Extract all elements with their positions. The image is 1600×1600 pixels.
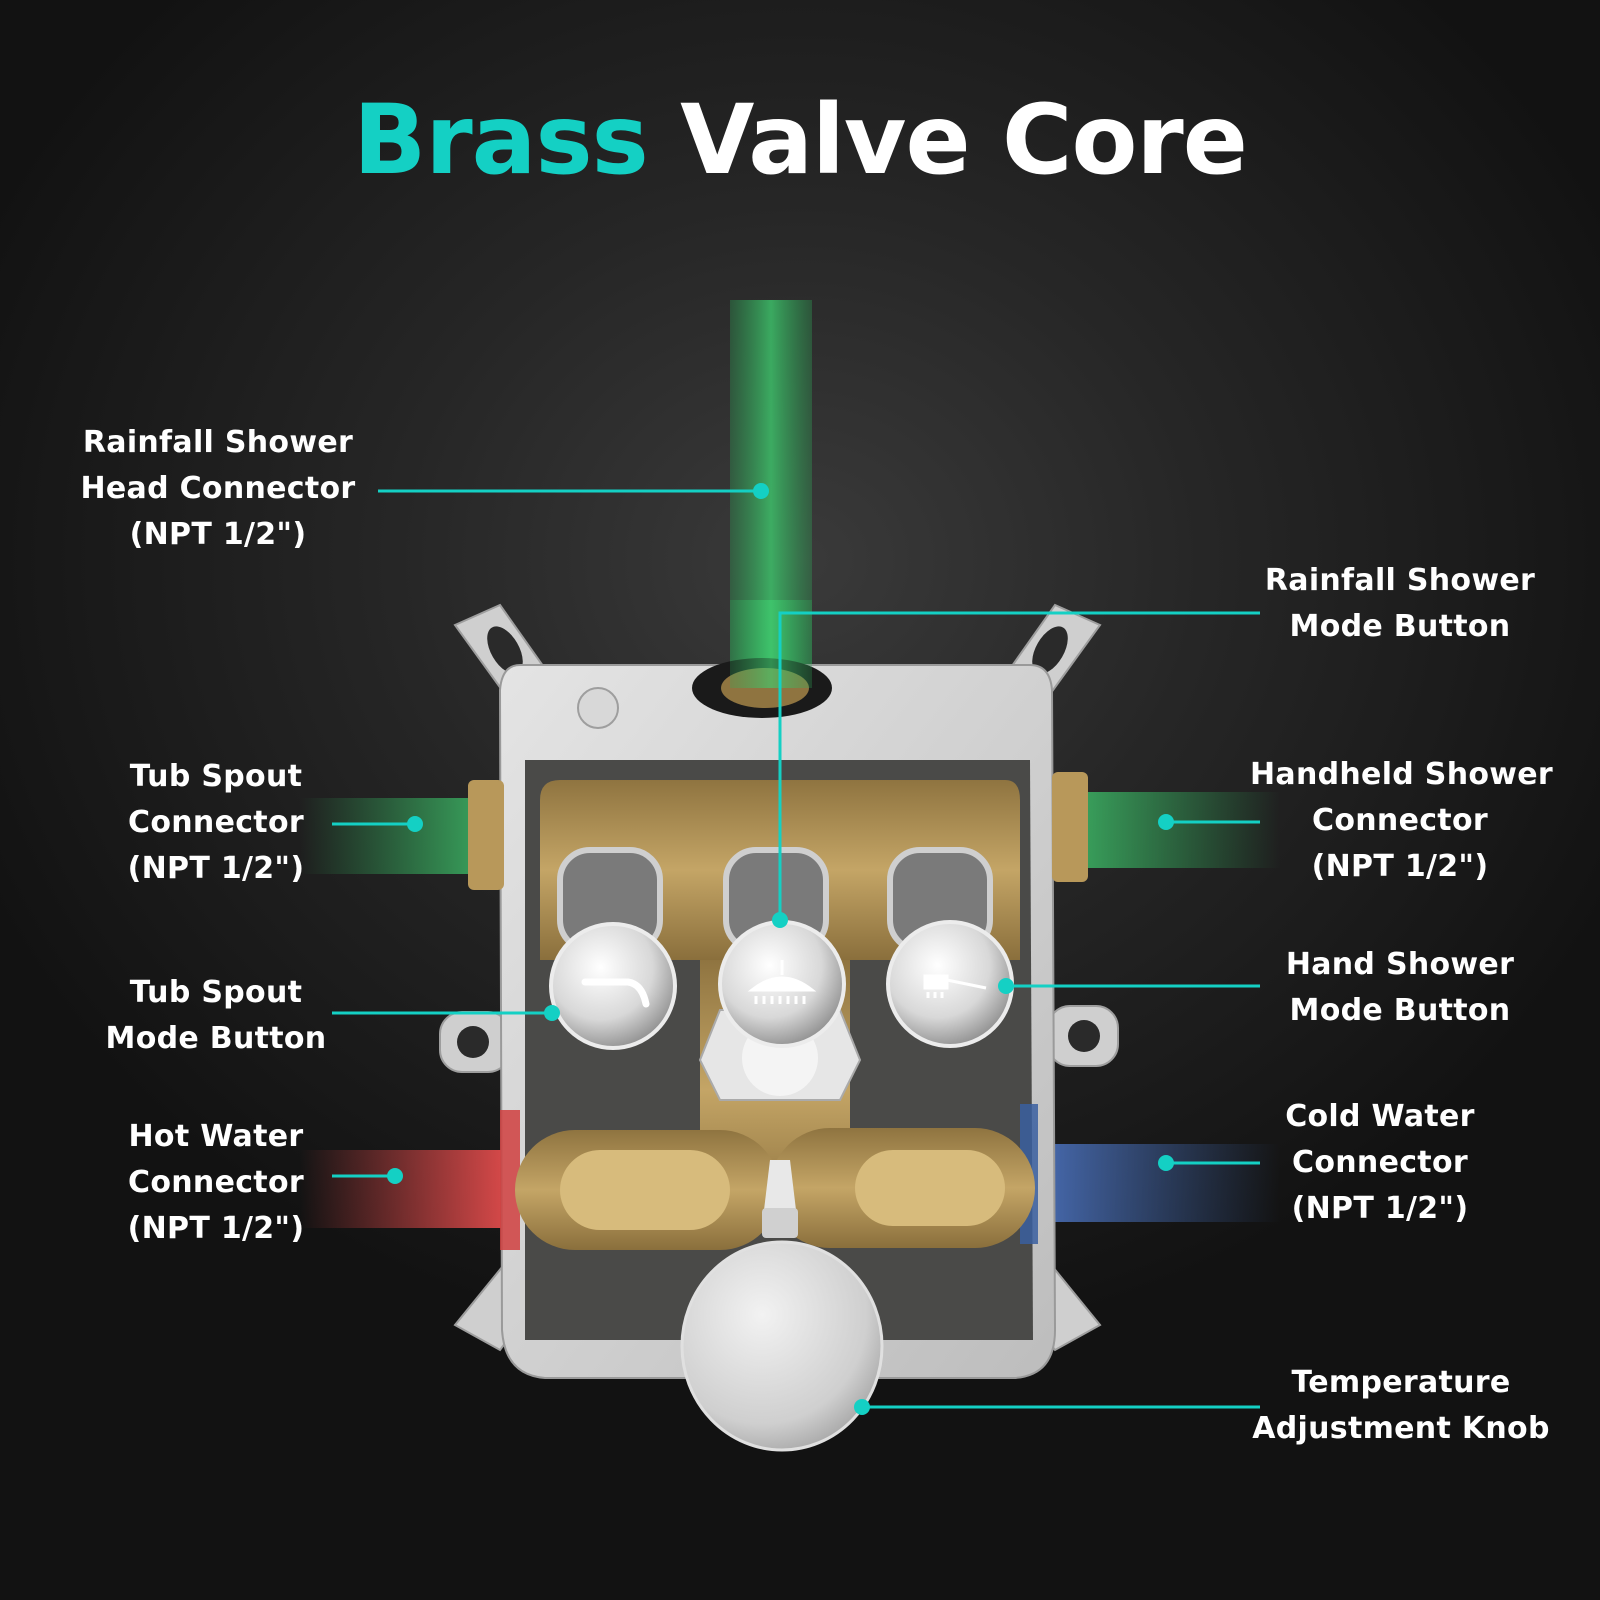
label-hot-connector: Hot Water Connector (NPT 1/2")	[127, 1119, 305, 1246]
hand-shower-mode-button[interactable]	[886, 920, 1014, 1048]
hot-water-pipe	[300, 1150, 520, 1228]
label-rainfall-connector: Rainfall Shower Head Connector (NPT 1/2"…	[80, 425, 356, 552]
hand-shower-icon	[923, 974, 987, 998]
title-accent: Brass	[353, 84, 649, 196]
title-rest: Valve Core	[647, 84, 1248, 196]
label-rainfall-mode: Rainfall Shower Mode Button	[1264, 563, 1536, 644]
label-tub-mode: Tub Spout Mode Button	[105, 975, 327, 1056]
tub-spout-mode-button[interactable]	[549, 922, 677, 1050]
cold-water-pipe	[1040, 1144, 1280, 1222]
callout-lines	[332, 489, 1260, 1409]
temperature-knob[interactable]	[680, 1160, 884, 1452]
callout-dots	[387, 483, 1174, 1415]
rainfall-mode-button[interactable]	[718, 920, 846, 1048]
label-tub-connector: Tub Spout Connector (NPT 1/2")	[127, 759, 305, 886]
label-hand-mode: Hand Shower Mode Button	[1285, 947, 1515, 1028]
label-handheld-connector: Handheld Shower Connector (NPT 1/2")	[1250, 757, 1554, 884]
label-cold-connector: Cold Water Connector (NPT 1/2")	[1285, 1099, 1475, 1226]
rainfall-shower-icon	[747, 960, 817, 1004]
page-title: Brass Valve Core	[0, 92, 1600, 188]
label-temp-knob: Temperature Adjustment Knob	[1252, 1365, 1550, 1446]
handheld-pipe	[1060, 792, 1280, 868]
tub-spout-icon	[581, 978, 650, 1008]
tub-spout-pipe	[300, 798, 500, 874]
